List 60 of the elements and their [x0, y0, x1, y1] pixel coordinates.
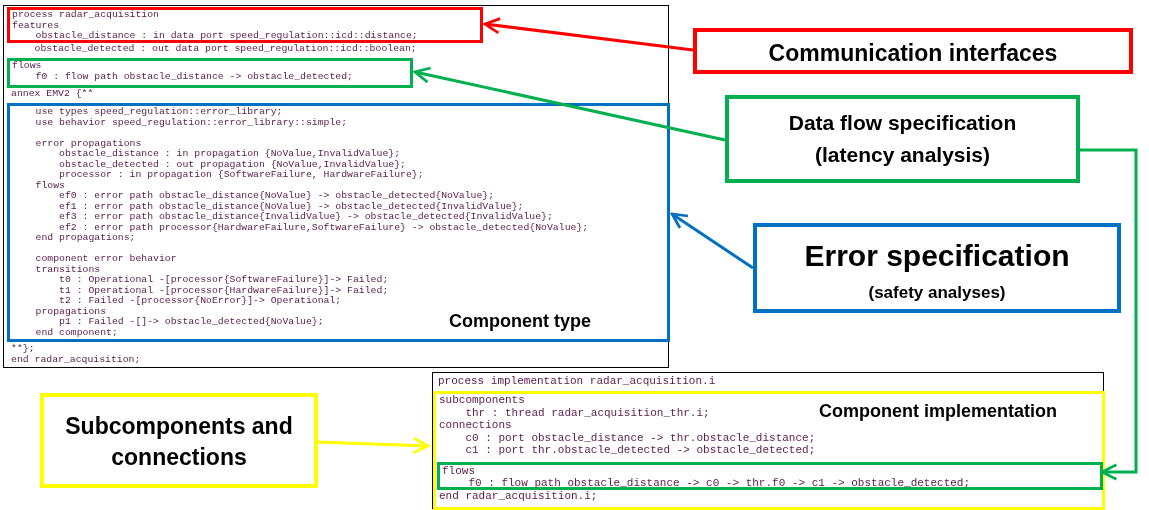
code-line: flows — [35, 180, 65, 191]
callout-box — [40, 393, 318, 488]
code-line: error propagations — [35, 138, 142, 149]
code-line: end radar_acquisition; — [11, 354, 141, 365]
code-line: ef2 : error path processor{HardwareFailure,SoftwareFailure} -> obstacle_detected{NoValue}; — [59, 222, 589, 233]
code-line: connections — [439, 419, 512, 432]
callout-box — [753, 223, 1121, 313]
code-line: c1 : port thr.obstacle_detected -> obstacle_detected; — [465, 444, 816, 457]
code-line: t0 : Operational -[processor{SoftwareFailure}]-> Failed; — [59, 275, 389, 286]
callout-box — [693, 28, 1133, 74]
code-line: obstacle_detected : out data port speed_regulation::icd::boolean; — [34, 44, 417, 55]
code-listing-panel — [3, 5, 669, 368]
code-line: p1 : Failed -[]-> obstacle_detected{NoValue}; — [59, 317, 324, 328]
highlight-frame — [437, 462, 1103, 490]
code-line: process implementation radar_acquisition.i — [438, 375, 716, 388]
callout-text: Subcomponents and connections — [64, 412, 294, 473]
code-line: f0 : flow path obstacle_distance -> obstacle_detected; — [35, 71, 353, 82]
highlight-frame — [7, 103, 670, 342]
code-line: flows — [442, 465, 475, 478]
code-line: component error behavior — [35, 254, 177, 265]
code-line: obstacle_detected : out propagation {NoValue,InvalidValue}; — [59, 159, 406, 170]
section-label: Component type — [449, 311, 591, 332]
code-line: end propagations; — [35, 233, 136, 244]
leader-arrow — [670, 212, 754, 270]
code-line: ef1 : error path obstacle_distance{NoValue} -> obstacle_detected{InvalidValue}; — [59, 201, 524, 212]
code-line: subcomponents — [439, 394, 525, 407]
code-line: propagations — [35, 306, 107, 317]
code-line: annex EMV2 {** — [11, 89, 94, 100]
callout-text: (safety analyses) — [867, 283, 1007, 303]
leader-arrow — [1080, 148, 1138, 481]
code-line: **}; — [11, 344, 35, 355]
code-line: flows — [12, 61, 42, 72]
code-line: obstacle_distance : in data port speed_regulation::icd::distance; — [35, 31, 418, 42]
code-line: ef3 : error path obstacle_distance{InvalidValue} -> obstacle_detected{InvalidValue}; — [59, 212, 553, 223]
code-line: features — [12, 20, 60, 31]
section-label: Component implementation — [819, 401, 1057, 422]
code-line: end radar_acquisition.i; — [439, 490, 598, 503]
code-line: f0 : flow path obstacle_distance -> c0 -> thr.f0 -> c1 -> obstacle_detected; — [468, 477, 971, 490]
code-line: ef0 : error path obstacle_distance{NoValue} -> obstacle_detected{NoValue}; — [59, 191, 495, 202]
highlight-frame — [7, 7, 483, 43]
code-line: transitions — [35, 264, 101, 275]
leader-arrow — [317, 436, 430, 454]
leader-arrow — [483, 17, 694, 52]
code-line: thr : thread radar_acquisition_thr.i; — [465, 406, 710, 419]
code-line: processor : in propagation {SoftwareFailure, HardwareFailure}; — [59, 170, 424, 181]
code-line: t2 : Failed -[processor{NoError}]-> Operational; — [59, 296, 342, 307]
code-line: end component; — [35, 327, 118, 338]
code-line: obstacle_distance : in propagation {NoValue,InvalidValue}; — [59, 149, 401, 160]
code-line: use types speed_regulation::error_library; — [35, 107, 283, 118]
callout-text: Communication interfaces — [767, 40, 1059, 67]
code-line: process radar_acquisition — [12, 10, 159, 21]
code-line: use behavior speed_regulation::error_library::simple; — [35, 117, 348, 128]
leader-arrow — [413, 66, 726, 142]
callout-text: (latency analysis) — [813, 143, 992, 167]
callout-text: Data flow specification — [787, 111, 1018, 135]
callout-box — [725, 95, 1080, 183]
highlight-frame — [7, 58, 413, 88]
code-line: c0 : port obstacle_distance -> thr.obstacle_distance; — [465, 431, 816, 444]
code-line: t1 : Operational -[processor{HardwareFailure}]-> Failed; — [59, 285, 389, 296]
callout-text: Error specification — [803, 239, 1071, 273]
